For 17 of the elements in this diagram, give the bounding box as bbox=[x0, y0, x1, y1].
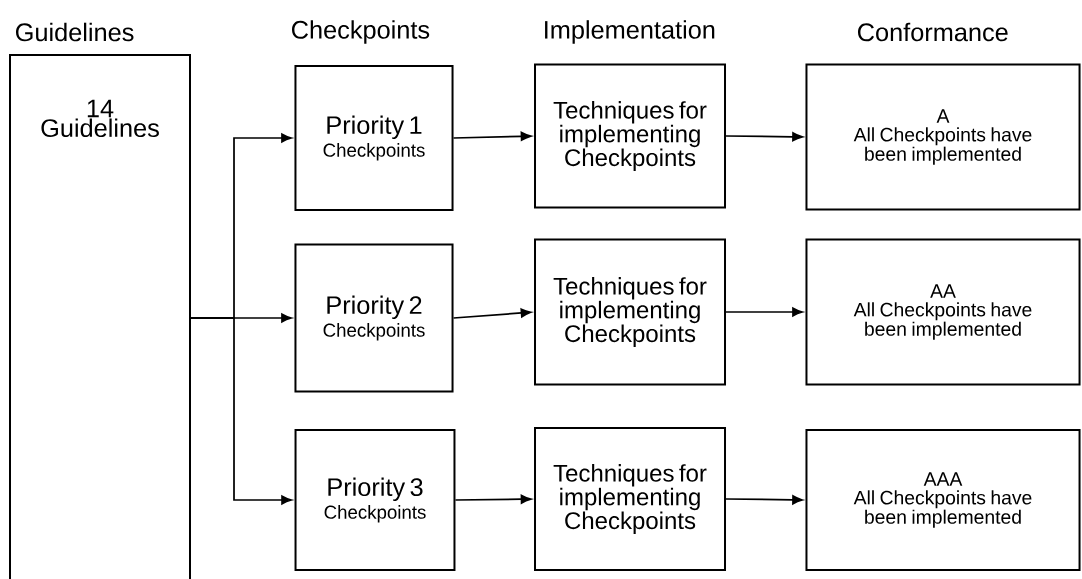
arrow bbox=[725, 132, 803, 142]
conformance-box: A All Checkpoints have been implemented bbox=[805, 63, 1081, 211]
arrow bbox=[452, 308, 532, 319]
priority-box: Priority 1 Checkpoints bbox=[294, 65, 454, 211]
technique-box: Techniques for implementing Checkpoints bbox=[534, 63, 726, 209]
conformance-box: AAA All Checkpoints have been implemented bbox=[805, 429, 1081, 571]
priority-box: Priority 2 Checkpoints bbox=[294, 243, 454, 393]
arrow bbox=[454, 494, 532, 504]
arrow bbox=[452, 131, 532, 141]
guideline-box: 14 Guidelines bbox=[9, 54, 191, 579]
arrow bbox=[725, 495, 803, 505]
technique-box: Techniques for implementing Checkpoints bbox=[534, 238, 726, 386]
technique-box: Techniques for implementing Checkpoints bbox=[534, 427, 726, 571]
priority-box: Priority 3 Checkpoints bbox=[294, 429, 456, 571]
arrow bbox=[725, 307, 803, 317]
arrow bbox=[189, 317, 293, 505]
conformance-box: AA All Checkpoints have been implemented bbox=[805, 238, 1081, 386]
